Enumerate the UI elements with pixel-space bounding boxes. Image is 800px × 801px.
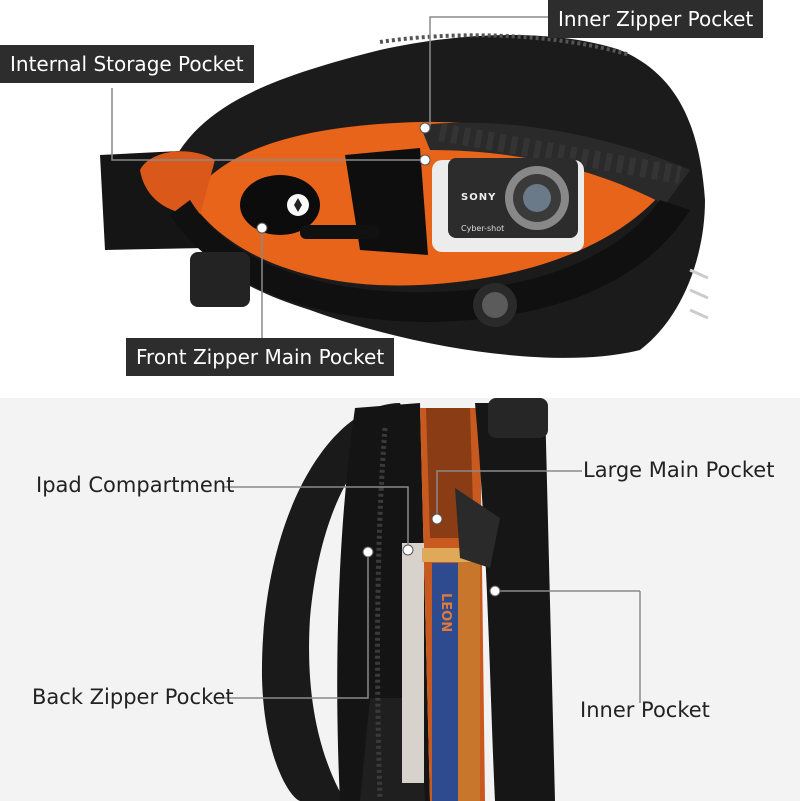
label-inner-zipper-pocket: Inner Zipper Pocket bbox=[548, 0, 764, 38]
tripod-head bbox=[240, 175, 320, 235]
bottom-callout-lines bbox=[222, 470, 641, 703]
bottom-callout-dots bbox=[362, 513, 501, 597]
side-strap bbox=[261, 403, 410, 801]
label-front-zipper-main-pocket: Front Zipper Main Pocket bbox=[126, 338, 395, 376]
label-inner-pocket: Inner Pocket bbox=[580, 698, 710, 722]
sling-bag-side-illustration bbox=[222, 398, 641, 801]
label-internal-storage-pocket: Internal Storage Pocket bbox=[0, 45, 254, 83]
book-spine-text: LEON bbox=[438, 593, 453, 633]
label-ipad-compartment: Ipad Compartment bbox=[36, 473, 235, 497]
top-zipper bbox=[379, 33, 631, 57]
camera-brand: SONY bbox=[461, 192, 497, 203]
top-handle bbox=[488, 398, 548, 438]
camera-model: Cyber-shot bbox=[461, 224, 505, 233]
label-large-main-pocket: Large Main Pocket bbox=[583, 458, 775, 482]
book-blue bbox=[432, 563, 458, 801]
front-panel bbox=[475, 403, 555, 801]
sling-bag-open-illustration bbox=[100, 16, 709, 358]
top-panel: SONY Cyber-shot Inner Zipper Pocket Inte… bbox=[0, 0, 800, 395]
side-buckle bbox=[190, 252, 250, 307]
top-callout-dots bbox=[256, 122, 431, 234]
label-back-zipper-pocket: Back Zipper Pocket bbox=[32, 685, 234, 709]
bottom-panel: Ipad Compartment Large Main Pocket Back … bbox=[0, 398, 800, 801]
top-callout-lines bbox=[111, 16, 548, 345]
ipad-device bbox=[402, 543, 424, 783]
